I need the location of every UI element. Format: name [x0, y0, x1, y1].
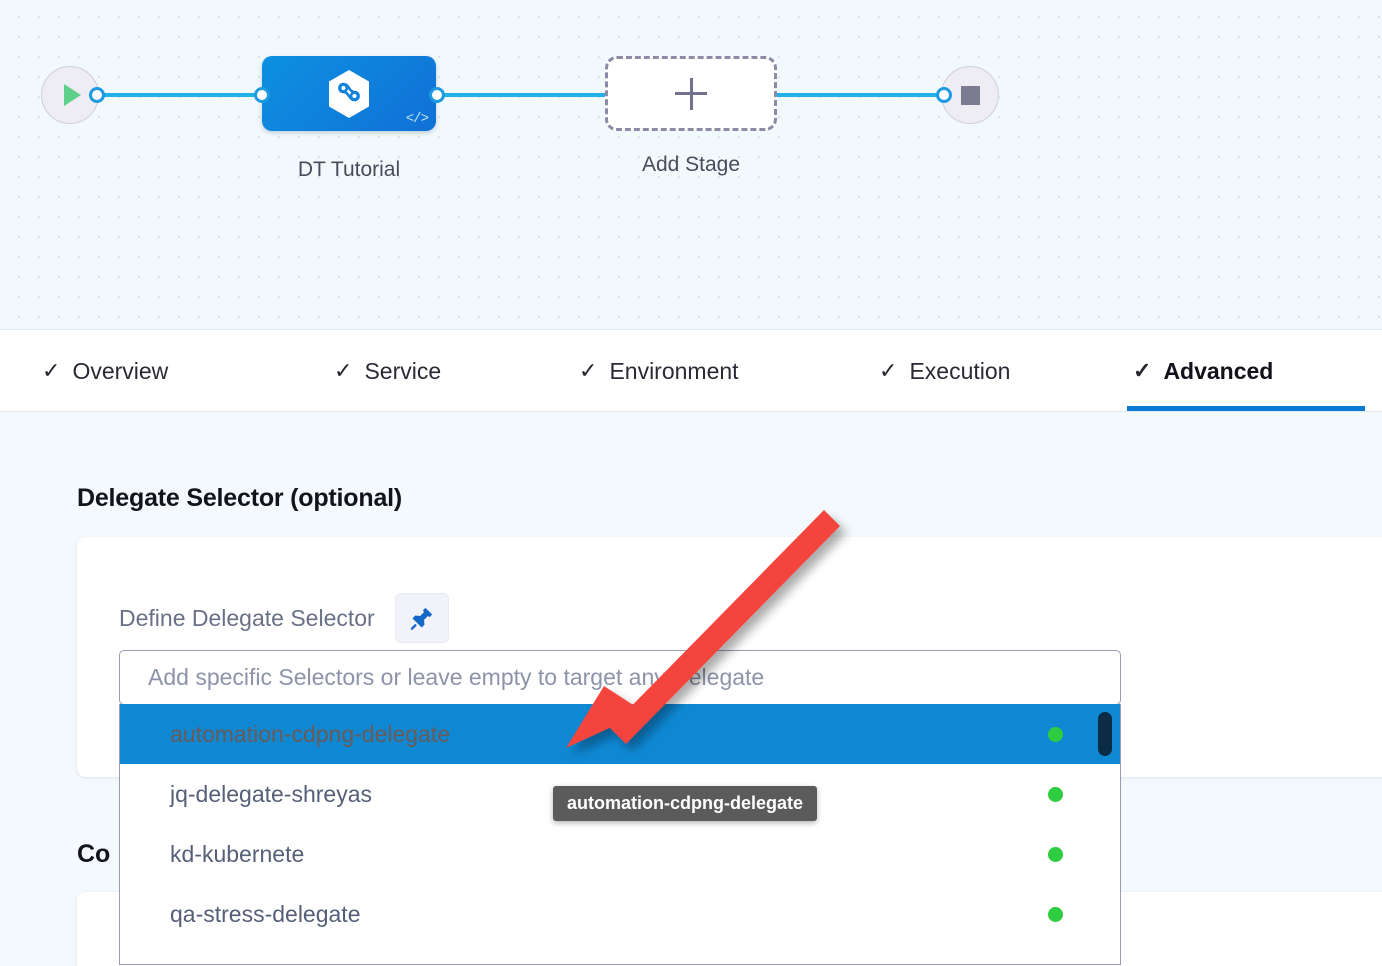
- tab-label: Environment: [609, 357, 739, 384]
- plus-icon-bar: [675, 92, 707, 95]
- stop-square-icon: [960, 85, 980, 105]
- tab-environment[interactable]: ✓ Environment: [573, 331, 745, 411]
- check-icon: ✓: [334, 358, 353, 383]
- stage-node-label: DT Tutorial: [297, 158, 401, 181]
- check-icon: ✓: [579, 358, 598, 383]
- connector-port-end[interactable]: [936, 87, 952, 103]
- list-item[interactable]: kd-kubernete: [120, 824, 1120, 884]
- tab-advanced[interactable]: ✓ Advanced: [1127, 331, 1365, 411]
- list-item[interactable]: qa-stress-delegate: [120, 884, 1120, 944]
- connector-line-stage-to-add: [435, 93, 615, 97]
- tab-label: Service: [364, 357, 442, 384]
- page-title: Delegate Selector (optional): [77, 484, 403, 512]
- define-delegate-selector-label: Define Delegate Selector: [119, 604, 375, 631]
- pipeline-end-node[interactable]: [941, 66, 999, 124]
- delegate-option-label: automation-cdpng-delegate: [170, 720, 451, 747]
- status-dot-connected: [1048, 726, 1063, 742]
- tab-label: Advanced: [1163, 357, 1274, 384]
- status-dot-connected: [1048, 846, 1063, 862]
- pushpin-icon: [410, 607, 432, 630]
- check-icon: ✓: [879, 358, 898, 383]
- delegate-selector-option-list[interactable]: automation-cdpng-delegate jq-delegate-sh…: [119, 704, 1121, 965]
- check-icon: ✓: [42, 358, 61, 383]
- define-delegate-selector-row: Define Delegate Selector: [119, 593, 449, 643]
- check-icon: ✓: [1133, 358, 1152, 383]
- list-item[interactable]: automation-cdpng-delegate: [120, 704, 1120, 764]
- delegate-option-tooltip: automation-cdpng-delegate: [553, 786, 818, 821]
- pipeline-canvas[interactable]: </> DT Tutorial Add Stage: [0, 0, 1382, 330]
- delegate-option-label: jq-delegate-shreyas: [170, 780, 373, 807]
- code-brackets-icon: </>: [405, 111, 429, 127]
- connector-port-stage-in[interactable]: [254, 87, 270, 103]
- tab-label: Execution: [909, 357, 1011, 384]
- dropdown-scrollbar-thumb[interactable]: [1098, 712, 1112, 756]
- conditional-execution-title: Co: [77, 840, 111, 868]
- status-dot-connected: [1048, 786, 1063, 802]
- add-stage-label: Add Stage: [641, 153, 741, 176]
- harness-hexagon-icon: [329, 69, 369, 118]
- connector-line-start-to-stage: [96, 93, 272, 97]
- stage-node-dt-tutorial[interactable]: </>: [262, 56, 436, 131]
- connector-port-stage-out[interactable]: [429, 87, 445, 103]
- tab-overview[interactable]: ✓ Overview: [36, 331, 174, 411]
- stage-config-tabbar: ✓ Overview ✓ Service ✓ Environment ✓ Exe…: [0, 331, 1382, 412]
- delegate-option-label: kd-kubernete: [170, 840, 305, 867]
- tab-execution[interactable]: ✓ Execution: [873, 331, 1016, 411]
- tab-label: Overview: [72, 357, 169, 384]
- connector-port-start[interactable]: [89, 87, 105, 103]
- add-stage-button[interactable]: [605, 56, 777, 131]
- play-icon: [64, 84, 81, 106]
- dropdown-scrollbar[interactable]: [1098, 704, 1116, 964]
- tab-service[interactable]: ✓ Service: [328, 331, 447, 411]
- delegate-selector-input[interactable]: [119, 650, 1121, 705]
- delegate-option-label: qa-stress-delegate: [170, 900, 361, 927]
- list-item[interactable]: jq-delegate-shreyas: [120, 764, 1120, 824]
- status-dot-connected: [1048, 906, 1063, 922]
- pushpin-icon-button[interactable]: [394, 593, 449, 643]
- connector-line-add-to-end: [770, 93, 950, 97]
